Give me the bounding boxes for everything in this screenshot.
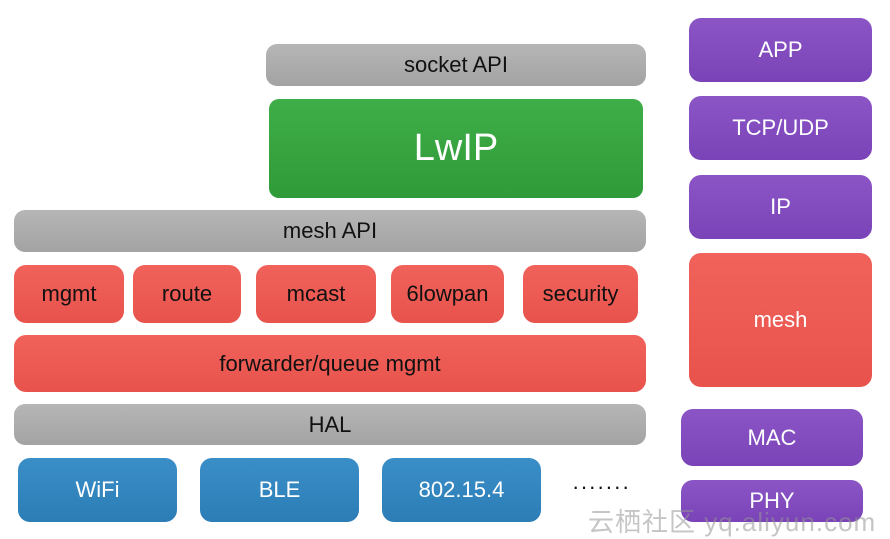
osi-app-layer: APP [689,18,872,82]
osi-tcp-udp-layer: TCP/UDP [689,96,872,160]
forwarder-queue-layer: forwarder/queue mgmt [14,335,646,392]
link-ble: BLE [200,458,359,522]
mesh-api-layer: mesh API [14,210,646,252]
lwip-layer: LwIP [269,99,643,198]
module-mcast: mcast [256,265,376,323]
module-mgmt: mgmt [14,265,124,323]
link-wifi: WiFi [18,458,177,522]
module-security: security [523,265,638,323]
socket-api-layer: socket API [266,44,646,86]
more-links-ellipsis: ······· [572,474,631,499]
osi-mac-layer: MAC [681,409,863,466]
watermark: 云栖社区 yq.aliyun.com [588,507,877,537]
osi-mesh-layer: mesh [689,253,872,387]
module-6lowpan: 6lowpan [391,265,504,323]
osi-ip-layer: IP [689,175,872,239]
osi-phy-layer: PHY [681,480,863,522]
module-route: route [133,265,241,323]
link-802154: 802.15.4 [382,458,541,522]
hal-layer: HAL [14,404,646,445]
